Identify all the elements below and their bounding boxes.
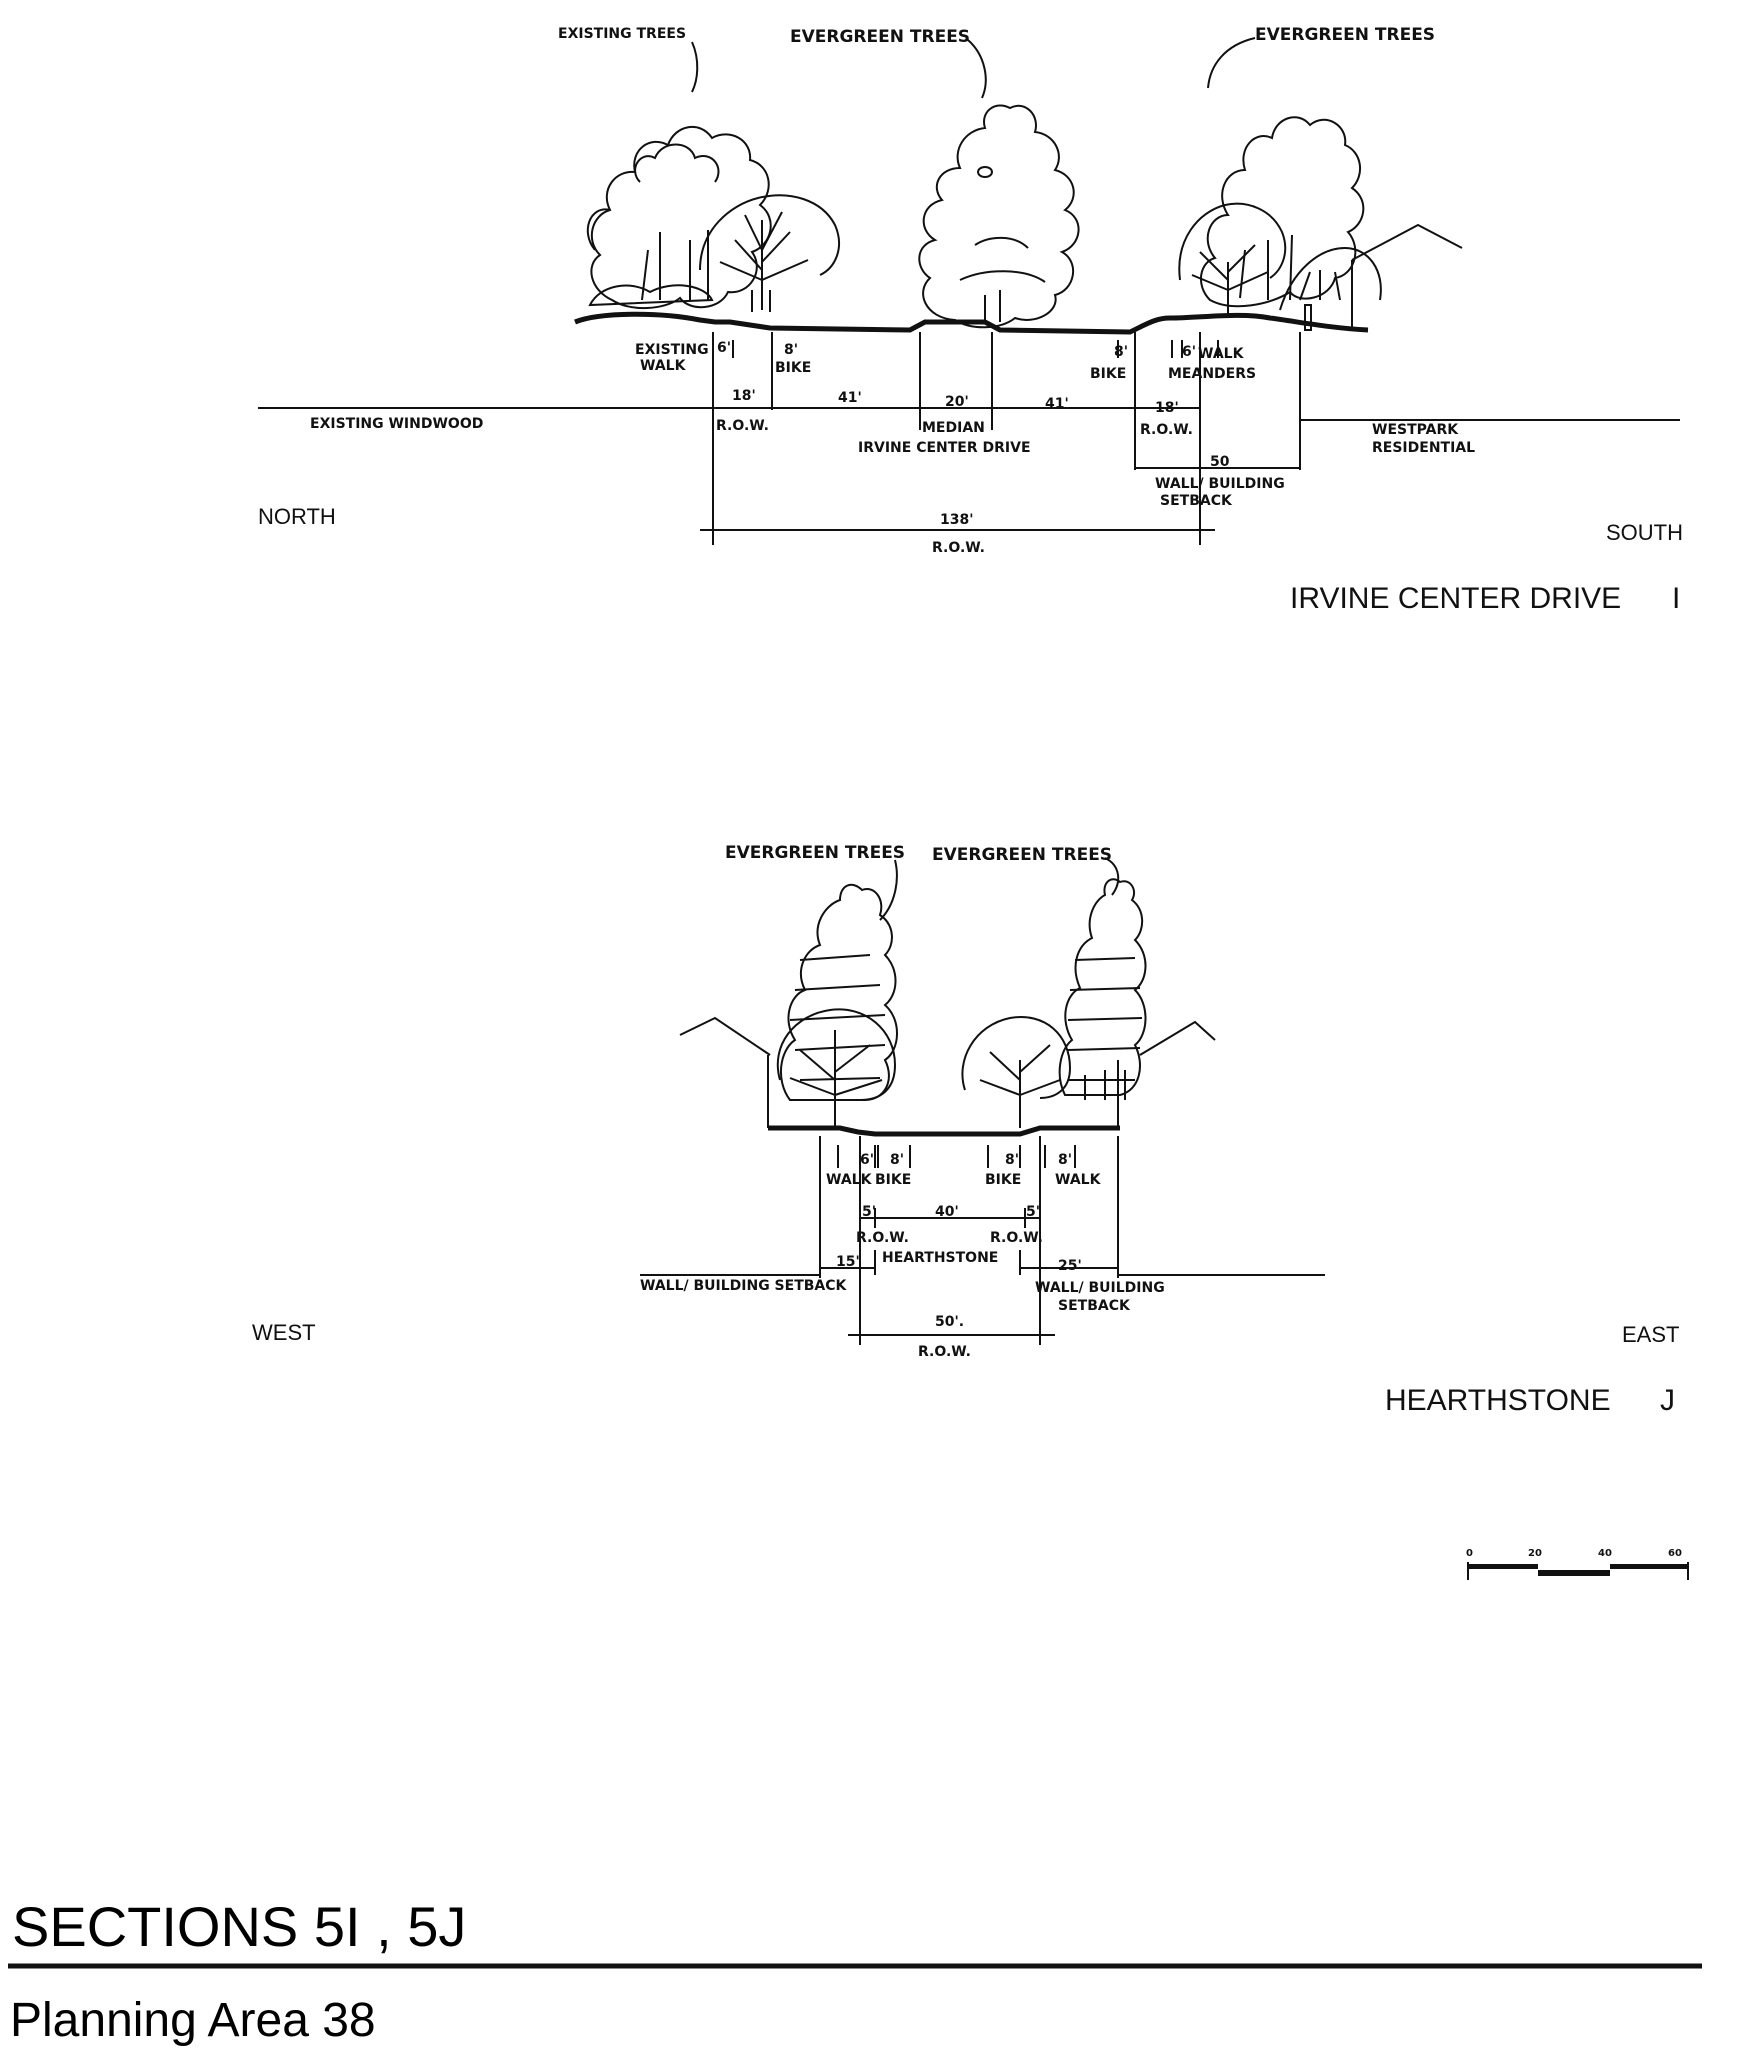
label-bike-left-i: BIKE — [775, 360, 811, 376]
footer-title: SECTIONS 5I , 5J — [12, 1895, 466, 1958]
label-north: NORTH — [258, 504, 336, 529]
label-row-total-i: R.O.W. — [932, 540, 985, 556]
label-east: EAST — [1622, 1322, 1679, 1347]
dim-setback-i: 50 — [1210, 454, 1230, 470]
house-outline-right-j — [1117, 1020, 1216, 1128]
section-i-title: IRVINE CENTER DRIVE — [1290, 582, 1621, 615]
dim-walk-left-j: 6' — [860, 1152, 874, 1168]
label-setback-left-j: WALL/ BUILDING SETBACK — [640, 1278, 848, 1294]
label-setback-right-j-1: WALL/ BUILDING — [1035, 1280, 1165, 1296]
wall-marker-i — [1304, 304, 1312, 331]
dim-bike-left-j: 8' — [890, 1152, 904, 1168]
deciduous-tree-right-j-illustration — [961, 1016, 1072, 1128]
section-j-dimension-lines — [640, 1136, 1325, 1345]
label-evergreen-trees-j-a: EVERGREEN TREES — [725, 843, 905, 863]
dim-bike-right-i: 8' — [1114, 344, 1128, 360]
dim-bike-right-j: 8' — [1005, 1152, 1019, 1168]
dim-row-left-i: 18' — [732, 388, 756, 404]
label-row-right-i: R.O.W. — [1140, 422, 1193, 438]
dim-25-j: 25' — [1058, 1258, 1082, 1274]
label-median: MEDIAN — [922, 420, 985, 436]
section-i-dimension-lines — [258, 332, 1680, 545]
label-bike-right-i: BIKE — [1090, 366, 1126, 382]
dim-lane-right-i: 41' — [1045, 396, 1069, 412]
label-setback-i-2: SETBACK — [1160, 493, 1233, 509]
label-evergreen-trees-i-b: EVERGREEN TREES — [1255, 25, 1435, 45]
label-west: WEST — [252, 1320, 316, 1345]
dim-walk-left-i: 6' — [717, 340, 731, 356]
label-evergreen-trees-i-a: EVERGREEN TREES — [790, 27, 970, 47]
label-existing-walk-1: EXISTING — [635, 342, 709, 358]
dim-5-left-j: 5' — [862, 1204, 876, 1220]
section-j: EVERGREEN TREES EVERGREEN TREES 6' 8' WA… — [252, 843, 1679, 1417]
section-i-letter: I — [1672, 582, 1680, 615]
label-road-name-j: HEARTHSTONE — [882, 1250, 998, 1266]
label-setback-i-1: WALL/ BUILDING — [1155, 476, 1285, 492]
dim-5-right-j: 5' — [1026, 1204, 1040, 1220]
label-row-left-j: R.O.W. — [856, 1230, 909, 1246]
evergreen-tree-left-j-illustration — [776, 883, 898, 1128]
evergreen-trees-right-illustration — [1178, 116, 1382, 318]
ground-profile-j — [768, 1125, 1120, 1137]
label-walk-right-j: WALK — [1055, 1172, 1102, 1188]
label-road-name-i: IRVINE CENTER DRIVE — [858, 440, 1031, 456]
ground-profile-i — [574, 311, 1369, 335]
dim-row-right-i: 18' — [1155, 400, 1179, 416]
label-meanders: MEANDERS — [1168, 366, 1256, 382]
dim-walk-right-j: 8' — [1058, 1152, 1072, 1168]
evergreen-tree-right-j-illustration — [1058, 878, 1147, 1100]
deciduous-tree-left-illustration — [699, 194, 840, 312]
scale-tick-60: 60 — [1668, 1548, 1682, 1559]
label-bike-right-j: BIKE — [985, 1172, 1021, 1188]
dim-total-j: 50'. — [935, 1314, 964, 1330]
section-i: EXISTING TREES EVERGREEN TREES EVERGREEN… — [258, 25, 1683, 615]
scale-tick-40: 40 — [1598, 1548, 1612, 1559]
scale-tick-20: 20 — [1528, 1548, 1542, 1559]
section-i-leaders — [691, 37, 1256, 99]
label-row-right-j: R.O.W. — [990, 1230, 1043, 1246]
label-walk-right-i: WALK — [1198, 346, 1245, 362]
dim-median-i: 20' — [945, 394, 969, 410]
label-existing-windwood: EXISTING WINDWOOD — [310, 416, 483, 432]
house-outline-right — [1351, 223, 1463, 330]
label-evergreen-trees-j-b: EVERGREEN TREES — [932, 845, 1112, 865]
dim-walk-right-i: 6' — [1182, 344, 1196, 360]
label-south: SOUTH — [1606, 520, 1683, 545]
label-existing-walk-2: WALK — [640, 358, 687, 374]
section-j-title: HEARTHSTONE — [1385, 1384, 1611, 1417]
dim-lane-left-i: 41' — [838, 390, 862, 406]
evergreen-tree-center-illustration — [918, 104, 1080, 329]
house-outline-left-j — [679, 1016, 771, 1128]
dim-total-i: 138' — [940, 512, 974, 528]
label-westpark-1: WESTPARK — [1372, 422, 1459, 438]
footer-subtitle: Planning Area 38 — [10, 1994, 376, 2047]
dim-40-j: 40' — [935, 1204, 959, 1220]
section-j-letter: J — [1660, 1384, 1675, 1417]
dim-bike-left-i: 8' — [784, 342, 798, 358]
existing-trees-illustration — [586, 125, 772, 310]
section-j-leaders — [879, 857, 1120, 921]
label-bike-left-j: BIKE — [875, 1172, 911, 1188]
label-setback-right-j-2: SETBACK — [1058, 1298, 1131, 1314]
label-row-left-i: R.O.W. — [716, 418, 769, 434]
dim-15-j: 15' — [836, 1254, 860, 1270]
scale-tick-0: 0 — [1466, 1548, 1473, 1559]
label-existing-trees: EXISTING TREES — [558, 26, 686, 42]
label-walk-left-j: WALK — [826, 1172, 873, 1188]
label-westpark-2: RESIDENTIAL — [1372, 440, 1475, 456]
scale-bar: 0 20 40 60 — [1466, 1548, 1689, 1580]
footer: SECTIONS 5I , 5J Planning Area 38 — [8, 1895, 1702, 2047]
label-row-total-j: R.O.W. — [918, 1344, 971, 1360]
